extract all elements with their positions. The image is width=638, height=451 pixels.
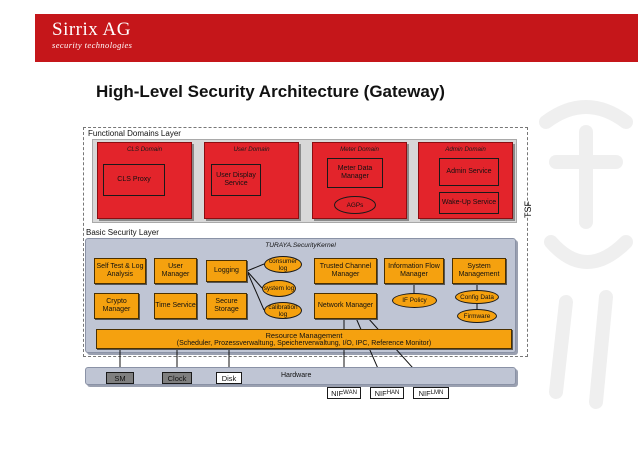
tsf-label: TSF	[523, 201, 533, 218]
trusted-channel-manager-module: Trusted Channel Manager	[314, 258, 377, 284]
agps-oval: AGPs	[334, 196, 376, 214]
admin-domain-title: Admin Domain	[445, 146, 486, 153]
user-domain-title: User Domain	[233, 146, 270, 153]
hardware-bar	[85, 367, 516, 385]
meter-domain: Meter Domain Meter Data Manager AGPs	[312, 142, 407, 219]
crypto-manager-module: Crypto Manager	[94, 293, 139, 319]
functional-layer-label: Functional Domains Layer	[88, 129, 181, 138]
nif-han-sub: HAN	[386, 390, 400, 396]
admin-service-box: Admin Service	[439, 158, 499, 186]
config-data-oval: Config Data	[455, 290, 499, 304]
meter-data-manager-box: Meter Data Manager	[327, 158, 383, 188]
user-domain: User Domain User Display Service	[204, 142, 299, 219]
resource-management-box: Resource Management (Scheduler, Prozessv…	[96, 329, 512, 349]
consumer-log-oval: consumer log	[264, 256, 302, 273]
meter-domain-title: Meter Domain	[340, 146, 379, 153]
basic-security-layer-label: Basic Security Layer	[86, 228, 159, 237]
calibration-log-oval: calibration log	[264, 302, 302, 319]
wake-up-service-box: Wake-Up Service	[439, 192, 499, 214]
admin-domain: Admin Domain Admin Service Wake-Up Servi…	[418, 142, 513, 219]
slide-title: High-Level Security Architecture (Gatewa…	[96, 82, 445, 101]
logo-tagline: security technologies	[52, 40, 133, 50]
cls-domain-title: CLS Domain	[126, 146, 163, 153]
cls-domain: CLS Domain CLS Proxy	[97, 142, 192, 219]
clock-hardware-box: Clock	[162, 372, 192, 384]
tsf-boundary	[83, 127, 528, 357]
self-test-log-analysis-module: Self Test & Log Analysis	[94, 258, 146, 284]
kernel-title: TURAYA.SecurityKernel	[265, 242, 336, 249]
cls-proxy-box: CLS Proxy	[103, 164, 165, 196]
disk-hardware-box: Disk	[216, 372, 242, 384]
information-flow-manager-module: Information Flow Manager	[384, 258, 444, 284]
system-management-module: System Management	[452, 258, 506, 284]
resource-management-subtitle: (Scheduler, Prozessverwaltung, Speicherv…	[176, 340, 432, 347]
header-band	[35, 14, 638, 62]
nif-wan-base: NIF	[331, 388, 344, 398]
secure-storage-module: Secure Storage	[206, 293, 247, 319]
network-manager-module: Network Manager	[314, 293, 377, 319]
company-logo: Sirrix AG security technologies	[52, 19, 133, 51]
sm-hardware-box: SM	[106, 372, 134, 384]
if-policy-oval: IF Policy	[392, 293, 437, 308]
firmware-oval: Firmware	[457, 309, 497, 323]
logo-name: Sirrix AG	[52, 19, 131, 40]
user-manager-module: User Manager	[154, 258, 197, 284]
resource-management-title: Resource Management	[265, 331, 343, 340]
nif-lmn-sub: LMN	[430, 390, 444, 396]
time-service-module: Time Service	[154, 293, 197, 319]
system-log-oval: system log	[262, 280, 296, 297]
nif-lmn-base: NIF	[418, 388, 431, 398]
logging-module: Logging	[206, 260, 247, 282]
watermark-graphic	[539, 100, 633, 409]
hardware-label: Hardware	[281, 372, 312, 379]
nif-han-base: NIF	[374, 388, 387, 398]
user-display-service-box: User Display Service	[211, 164, 261, 196]
nif-wan-sub: WAN	[343, 390, 357, 396]
